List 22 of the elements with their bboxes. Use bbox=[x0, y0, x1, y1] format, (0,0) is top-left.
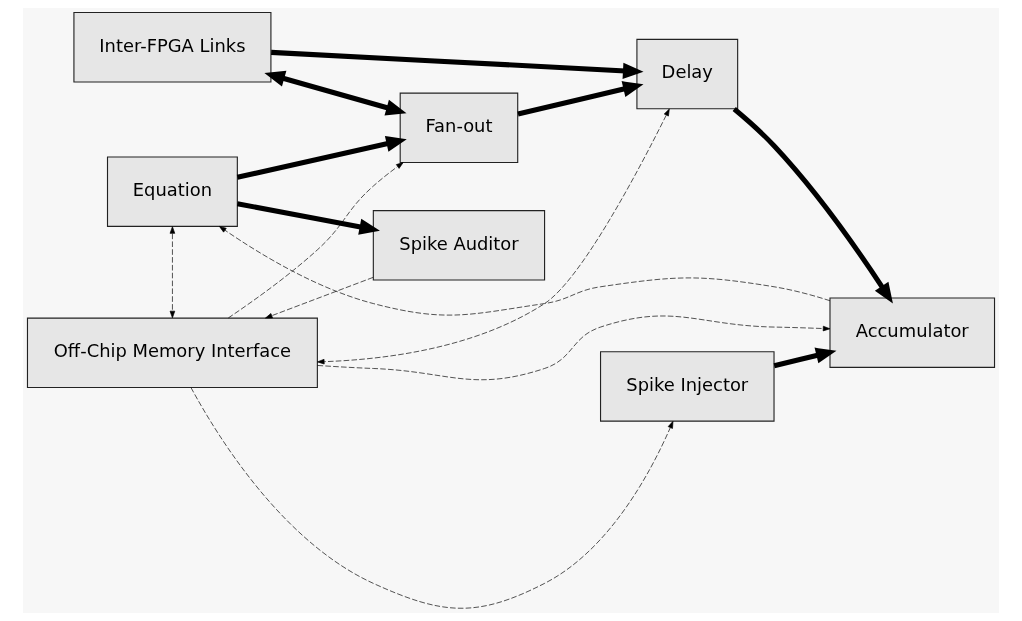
node-box: Equation bbox=[106, 156, 238, 227]
arrow bbox=[264, 70, 407, 116]
node-box: Accumulator bbox=[829, 297, 996, 368]
arrow bbox=[169, 226, 176, 319]
arrow bbox=[228, 162, 404, 319]
arrow bbox=[317, 315, 831, 381]
arrow bbox=[773, 347, 837, 369]
arrow bbox=[219, 226, 831, 316]
node-box: Spike Auditor bbox=[372, 210, 546, 281]
arrow bbox=[265, 277, 374, 319]
arrow bbox=[236, 201, 380, 235]
arrow bbox=[236, 135, 407, 180]
node-box: Inter-FPGA Links bbox=[73, 12, 272, 83]
node-box: Off-Chip Memory Interface bbox=[26, 317, 318, 389]
node-box: Spike Injector bbox=[600, 351, 775, 422]
arrow bbox=[190, 387, 674, 609]
arrow bbox=[271, 49, 644, 79]
arrow bbox=[517, 81, 644, 117]
node-box: Fan-out bbox=[399, 92, 519, 164]
arrow bbox=[732, 107, 893, 304]
arrow bbox=[317, 108, 670, 365]
node-box: Delay bbox=[636, 38, 739, 110]
